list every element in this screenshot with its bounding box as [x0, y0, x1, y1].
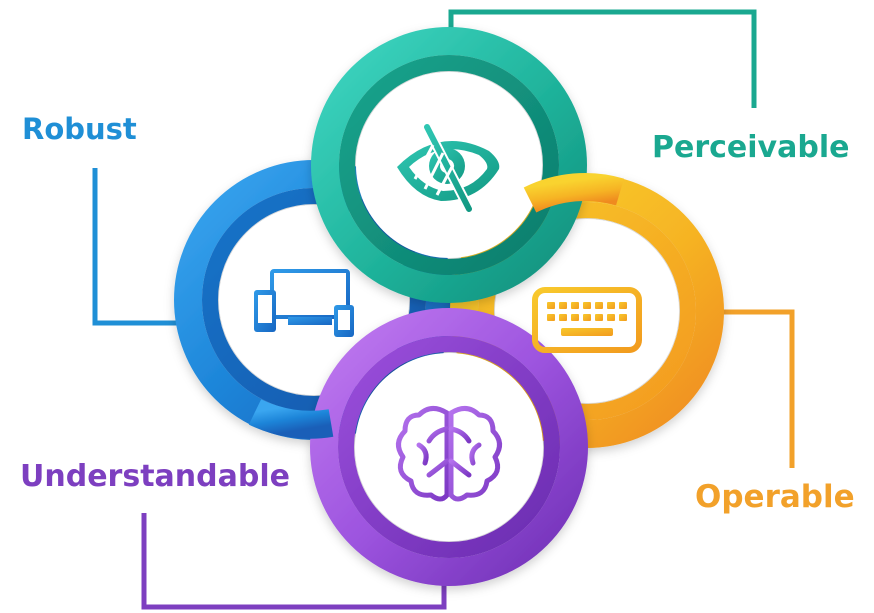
devices-icon [254, 269, 354, 337]
operable-label: Operable [695, 479, 855, 515]
perceivable-label: Perceivable [652, 130, 850, 165]
brain-icon [396, 406, 502, 502]
keyboard-icon [532, 287, 642, 353]
understandable-connector [141, 513, 447, 610]
robust-ring-overlap [248, 399, 334, 439]
operable-ring-overlap [523, 172, 624, 213]
eye-slash-icon [397, 122, 500, 214]
operable-connector [700, 309, 795, 468]
robust-connector [92, 168, 190, 326]
robust-label: Robust [22, 112, 137, 146]
understandable-label: Understandable [20, 459, 290, 494]
